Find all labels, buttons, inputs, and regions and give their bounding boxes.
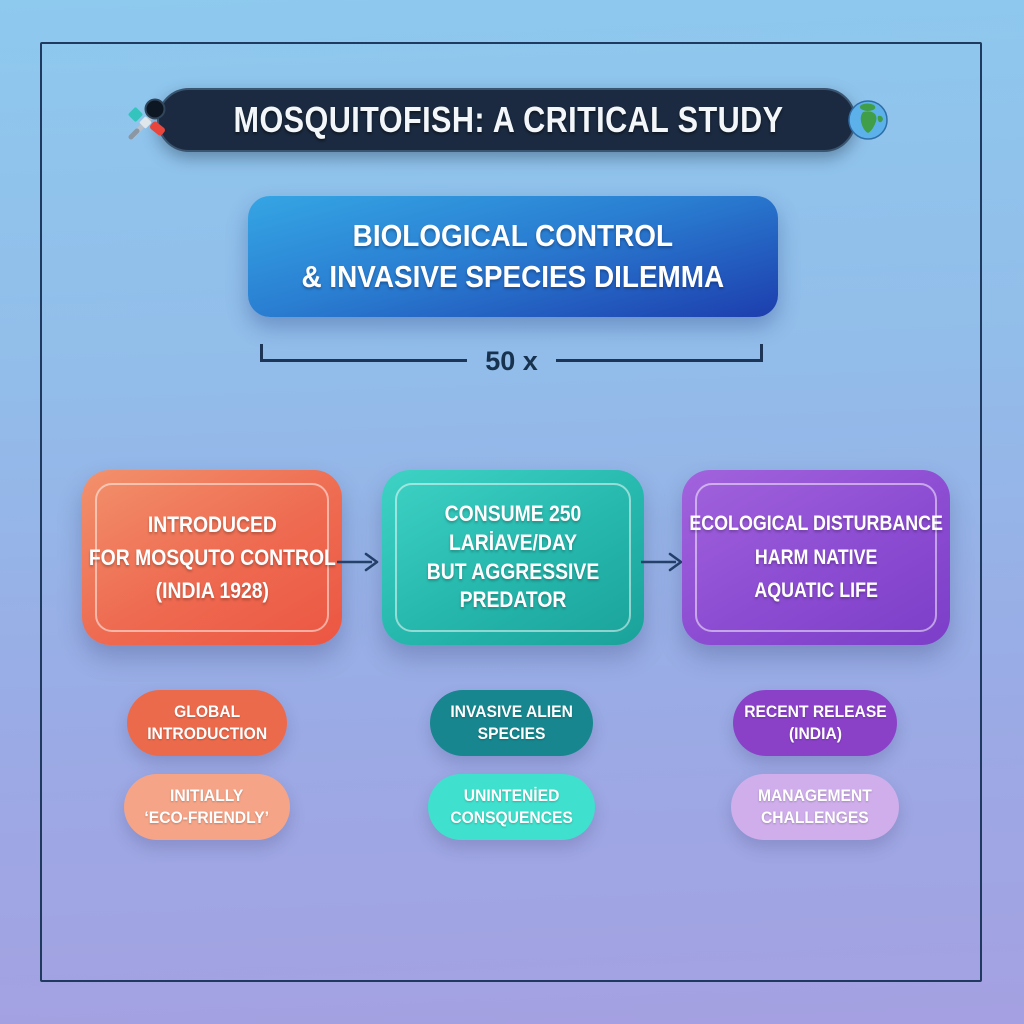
tag-unintended-consequences-text: UNINTENİED CONSQUENCES [450, 785, 573, 827]
flow-box-introduction: INTRODUCED FOR MOSQUTO CONTROL (INDIA 19… [82, 470, 342, 645]
tag-eco-friendly: INITIALLY ‘ECO-FRIENDLY’ [124, 774, 290, 840]
arrow-icon [337, 552, 379, 572]
tag-management-challenges: MANAGEMENT CHALLENGES [731, 774, 899, 840]
tag-eco-friendly-text: INITIALLY ‘ECO-FRIENDLY’ [144, 785, 270, 827]
flow-box-consumption: CONSUME 250 LARİAVE/DAY BUT AGGRESSIVE P… [382, 470, 644, 645]
tag-invasive-alien-species: INVASIVE ALIEN SPECIES [430, 690, 593, 756]
bracket-left-line [260, 344, 468, 362]
flow-box-consumption-text: CONSUME 250 LARİAVE/DAY BUT AGGRESSIVE P… [426, 501, 600, 613]
tag-recent-release: RECENT RELEASE (INDIA) [733, 690, 897, 756]
tag-invasive-alien-species-text: INVASIVE ALIEN SPECIES [450, 701, 573, 743]
globe-icon [847, 99, 889, 141]
tag-global-introduction-text: GLOBAL INTRODUCTION [147, 701, 267, 743]
header-banner: MOSQUITOFISH: A CRITICAL STUDY [128, 88, 888, 152]
multiplier-bracket: 50 x [260, 344, 763, 375]
bracket-right-line [555, 344, 763, 362]
tag-management-challenges-text: MANAGEMENT CHALLENGES [758, 785, 872, 827]
flow-box-introduction-text: INTRODUCED FOR MOSQUTO CONTROL (INDIA 19… [88, 512, 336, 603]
flow-box-ecological-impact-text: ECOLOGICAL DISTURBANCE HARM NATIVE AQUAT… [689, 512, 943, 603]
page-title: MOSQUITOFISH: A CRITICAL STUDY [233, 99, 784, 140]
main-topic-box: BIOLOGICAL CONTROL & INVASIVE SPECIES DI… [248, 196, 778, 317]
flow-box-ecological-impact: ECOLOGICAL DISTURBANCE HARM NATIVE AQUAT… [682, 470, 950, 645]
main-topic-text: BIOLOGICAL CONTROL & INVASIVE SPECIES DI… [301, 217, 725, 294]
tag-recent-release-text: RECENT RELEASE (INDIA) [743, 701, 887, 743]
tag-global-introduction: GLOBAL INTRODUCTION [127, 690, 287, 756]
arrow-icon [641, 552, 683, 572]
multiplier-label: 50 x [485, 346, 538, 376]
tag-unintended-consequences: UNINTENİED CONSQUENCES [428, 774, 595, 840]
crossed-tools-icon [124, 97, 170, 143]
